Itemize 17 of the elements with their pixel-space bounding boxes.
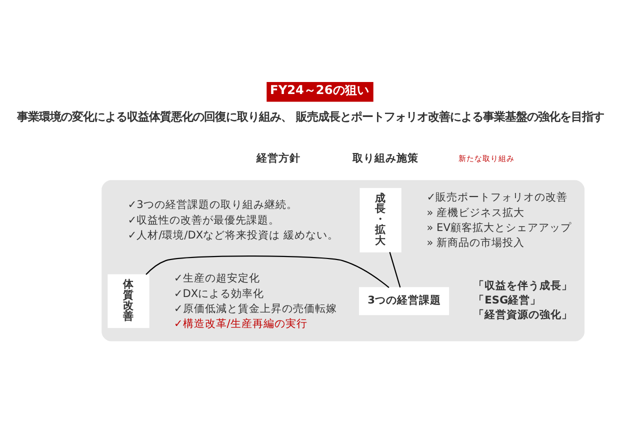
- node-label: 「ESG経営」: [474, 294, 542, 306]
- connector: [146, 255, 390, 288]
- node-text: ✓販売ポートフォリオの改善 » 産機ビジネス拡大 » EV顧客拡大とシェアアップ » 新商品の市場投入: [426, 191, 572, 249]
- node-box: 成長・拡大: [360, 188, 402, 252]
- cluster: [102, 180, 585, 341]
- label: 事業環境の変化による収益体質悪化の回復に取り組み、 販売成長とポートフォリオ改善による事業基盤の強化を目指す: [17, 108, 604, 123]
- label: 新たな取り組み: [458, 154, 515, 163]
- node-label: 「収益を伴う成長」: [474, 280, 573, 292]
- node-text: ✓3つの経営課題の取り組み継続。 ✓収益性の改善が最優先課題。 ✓人材/環境/DXなど将来投資は 緩めない。: [128, 198, 338, 242]
- connector: [389, 251, 401, 288]
- node-box: 体質改善: [108, 274, 150, 328]
- label: 経営方針: [256, 152, 300, 164]
- diagram-title: FY24～26の狙い: [270, 82, 369, 97]
- node-text: ✓生産の超安定化 ✓DXによる効率化 ✓原価低減と賃金上昇の売価転嫁 ✓構造改革/生産再編の実行: [174, 272, 337, 330]
- node-label: 「経営資源の強化」: [474, 308, 573, 320]
- node-box: 3つの経営課題: [358, 286, 450, 315]
- label: 取り組み施策: [352, 152, 419, 164]
